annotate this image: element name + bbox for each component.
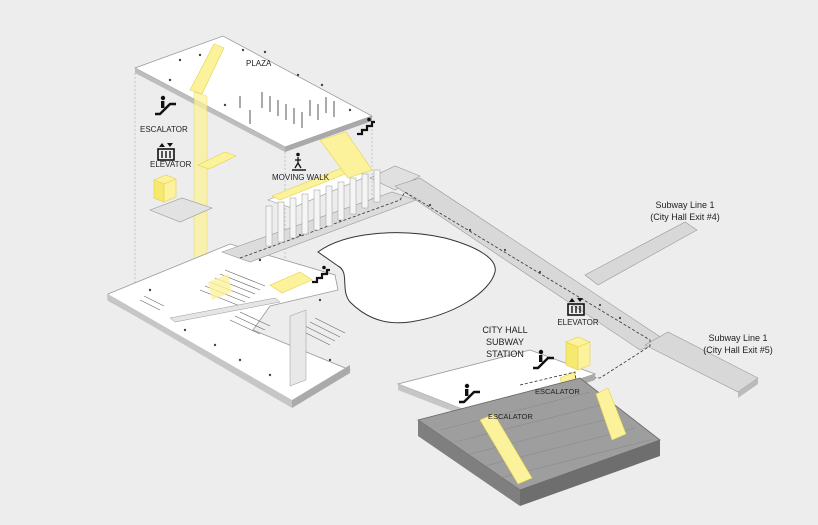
elevator-label-station: ELEVATOR	[557, 318, 599, 327]
subway-exit4-line1: Subway Line 1	[655, 200, 714, 210]
subway-exit4-line2: (City Hall Exit #4)	[650, 212, 720, 222]
moving-walk-icon	[292, 152, 306, 171]
moving-walk-label: MOVING WALK	[272, 173, 330, 182]
escalator-icon	[155, 95, 176, 116]
escalator-icon	[533, 349, 554, 370]
plaza-slab: PLAZA	[134, 35, 373, 152]
escalator-label-station-right: ESCALATOR	[535, 387, 580, 396]
stairs-icon	[312, 265, 330, 284]
elevator-block-station	[565, 336, 591, 371]
plaza-label: PLAZA	[246, 59, 272, 68]
stairs-icon	[357, 117, 375, 136]
plaza-pillars	[239, 92, 335, 128]
underground-escalator-landing	[269, 271, 313, 294]
station-name-line1: CITY HALL	[482, 325, 527, 335]
subway-exit5-line1: Subway Line 1	[708, 333, 767, 343]
moving-walk-structure	[265, 131, 381, 247]
projection-lines	[134, 73, 373, 300]
escalator-label-upper: ESCALATOR	[140, 125, 188, 134]
escalator-mid-landing	[197, 151, 237, 170]
station-platform-level	[417, 377, 661, 506]
sunken-courtyard	[317, 232, 496, 324]
station-name-line2: SUBWAY	[486, 337, 524, 347]
escalator-icon	[459, 383, 480, 404]
elevator-label-upper: ELEVATOR	[150, 160, 192, 169]
elevator-icon	[157, 143, 175, 161]
underground-concourse	[107, 243, 351, 408]
escalator-label-station-left: ESCALATOR	[488, 412, 533, 421]
elevator-icon	[567, 298, 585, 316]
subway-exit5-line2: (City Hall Exit #5)	[703, 345, 773, 355]
station-name-line3: STATION	[486, 349, 524, 359]
elevator-block-upper	[149, 174, 213, 223]
